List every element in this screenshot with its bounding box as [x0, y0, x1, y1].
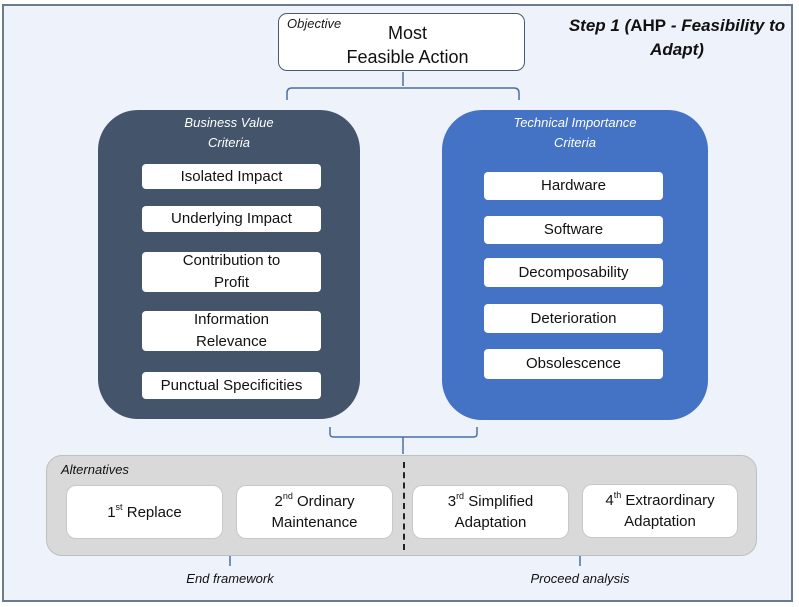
alternative-ordinary-maintenance: 2nd Ordinary Maintenance — [236, 485, 393, 539]
criterion-information-relevance: Information Relevance — [142, 311, 321, 351]
objective-title: Most Feasible Action — [346, 23, 469, 67]
technical-panel-title: Technical Importance Criteria — [513, 115, 637, 150]
criterion-isolated-impact: Isolated Impact — [142, 164, 321, 189]
business-value-panel: Business Value Criteria Isolated Impact … — [98, 110, 360, 419]
end-framework-label: End framework — [186, 571, 274, 586]
objective-box: Objective Most Feasible Action — [278, 13, 525, 71]
objective-tag: Objective — [287, 16, 342, 31]
alternative-simplified-adaptation: 3rd Simplified Adaptation — [412, 485, 569, 539]
step-title: Step 1 (AHP - Feasibility to Adapt) — [568, 16, 786, 59]
alternatives-divider — [403, 462, 405, 550]
business-panel-title: Business Value Criteria — [184, 115, 274, 150]
criterion-deterioration: Deterioration — [484, 304, 663, 333]
criterion-punctual-specificities: Punctual Specificities — [142, 372, 321, 399]
criterion-contribution-to-profit: Contribution to Profit — [142, 252, 321, 292]
technical-importance-panel: Technical Importance Criteria Hardware S… — [442, 110, 708, 420]
criterion-underlying-impact: Underlying Impact — [142, 206, 321, 232]
alternative-replace: 1st Replace — [66, 485, 223, 539]
ahp-label: AHP — [630, 16, 667, 35]
alternatives-label: Alternatives — [61, 462, 129, 477]
criterion-hardware: Hardware — [484, 172, 663, 200]
criterion-software: Software — [484, 216, 663, 244]
criterion-decomposability: Decomposability — [484, 258, 663, 287]
criterion-obsolescence: Obsolescence — [484, 349, 663, 379]
alternative-extraordinary-adaptation: 4th Extraordinary Adaptation — [582, 484, 738, 538]
proceed-analysis-label: Proceed analysis — [530, 571, 630, 586]
